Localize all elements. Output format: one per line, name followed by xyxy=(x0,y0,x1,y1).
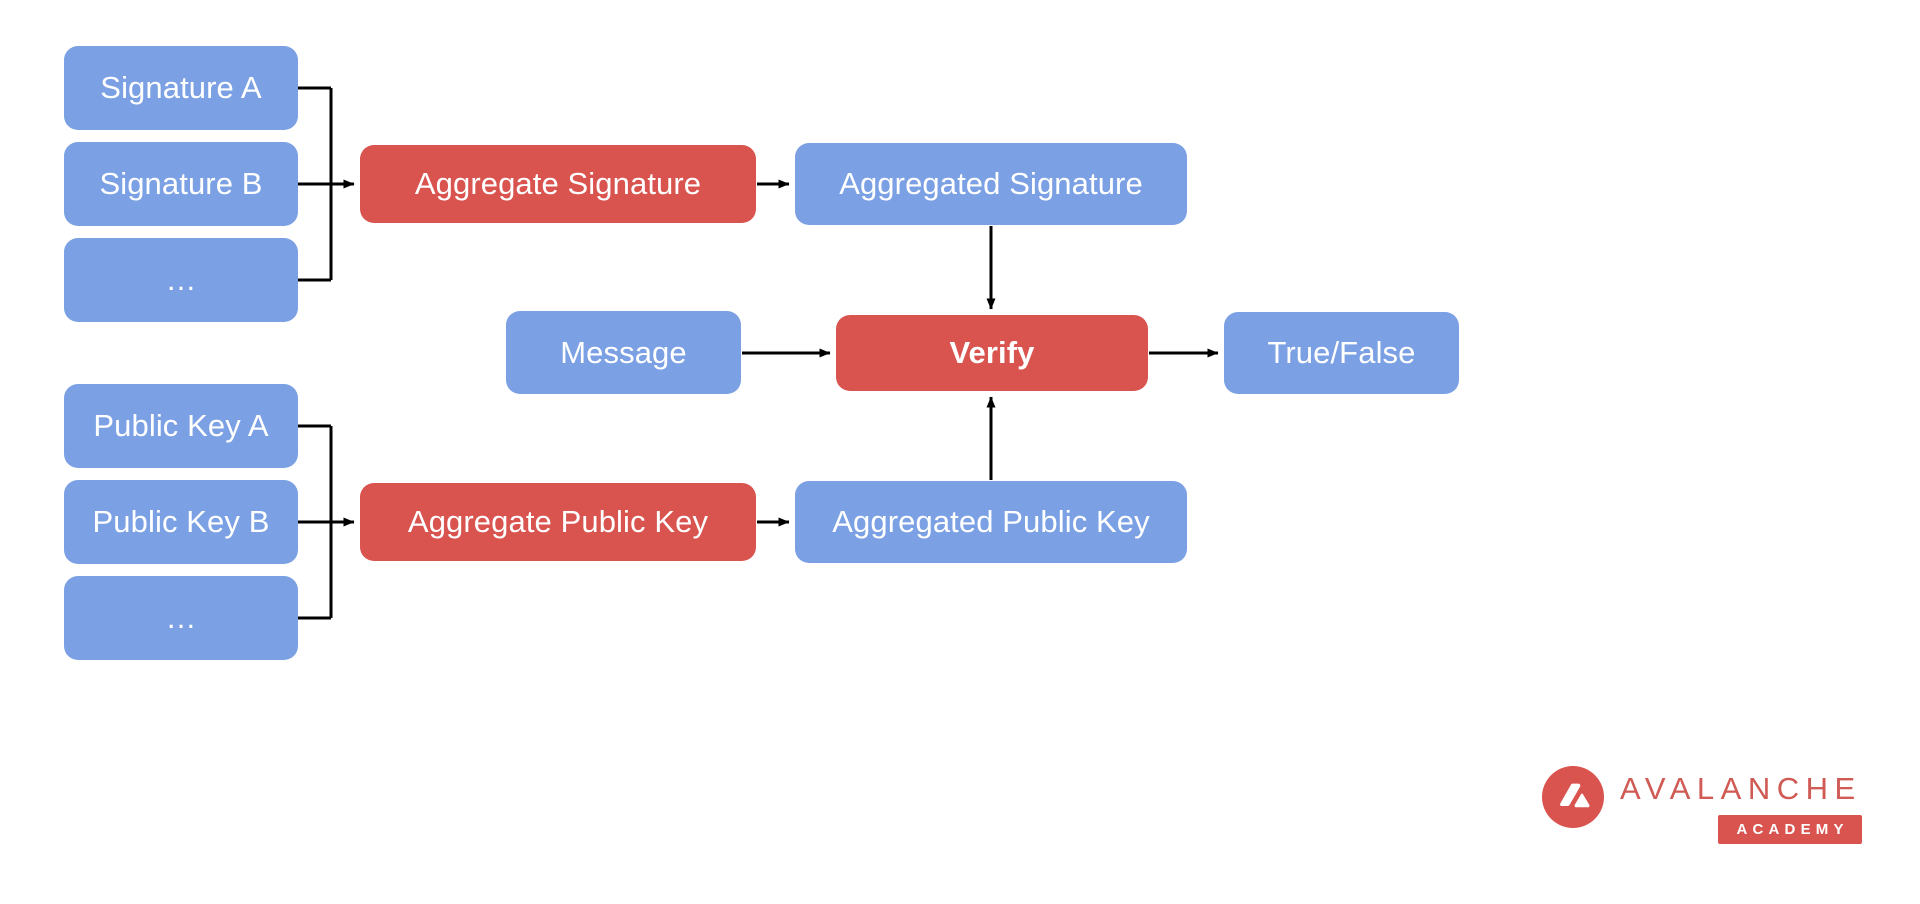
node-aggregated-signature[interactable]: Aggregated Signature xyxy=(795,143,1187,225)
node-label: True/False xyxy=(1267,335,1416,371)
signature-bus-group xyxy=(298,86,355,282)
node-aggregate-public-key[interactable]: Aggregate Public Key xyxy=(360,483,756,561)
node-aggregate-signature[interactable]: Aggregate Signature xyxy=(360,145,756,223)
node-label: Aggregate Signature xyxy=(414,166,702,202)
node-label: … xyxy=(165,262,197,298)
node-public-key-b[interactable]: Public Key B xyxy=(64,480,298,564)
node-signature-a[interactable]: Signature A xyxy=(64,46,298,130)
node-label: Public Key B xyxy=(92,504,270,540)
node-true-false[interactable]: True/False xyxy=(1224,312,1459,394)
node-label: Aggregated Signature xyxy=(839,166,1143,202)
avalanche-triangle-icon xyxy=(1542,766,1604,828)
node-label: Signature B xyxy=(99,166,263,202)
node-label: Public Key A xyxy=(93,408,269,444)
public-key-bus-group xyxy=(298,424,355,620)
node-signature-b[interactable]: Signature B xyxy=(64,142,298,226)
node-label: … xyxy=(165,600,197,636)
node-verify[interactable]: Verify xyxy=(836,315,1148,391)
node-public-key-ellipsis[interactable]: … xyxy=(64,576,298,660)
node-public-key-a[interactable]: Public Key A xyxy=(64,384,298,468)
node-signature-ellipsis[interactable]: … xyxy=(64,238,298,322)
logo-academy-badge: ACADEMY xyxy=(1718,815,1862,844)
node-message[interactable]: Message xyxy=(506,311,741,394)
logo-wordmark: AVALANCHE xyxy=(1620,771,1862,806)
node-label: Message xyxy=(560,334,687,370)
node-label: Verify xyxy=(949,335,1035,371)
node-aggregated-public-key[interactable]: Aggregated Public Key xyxy=(795,481,1187,563)
avalanche-academy-logo: AVALANCHE ACADEMY xyxy=(1542,766,1862,844)
node-label: Aggregated Public Key xyxy=(832,504,1150,540)
node-label: Aggregate Public Key xyxy=(407,504,709,540)
logo-text-group: AVALANCHE ACADEMY xyxy=(1620,766,1862,844)
node-label: Signature A xyxy=(100,70,262,106)
